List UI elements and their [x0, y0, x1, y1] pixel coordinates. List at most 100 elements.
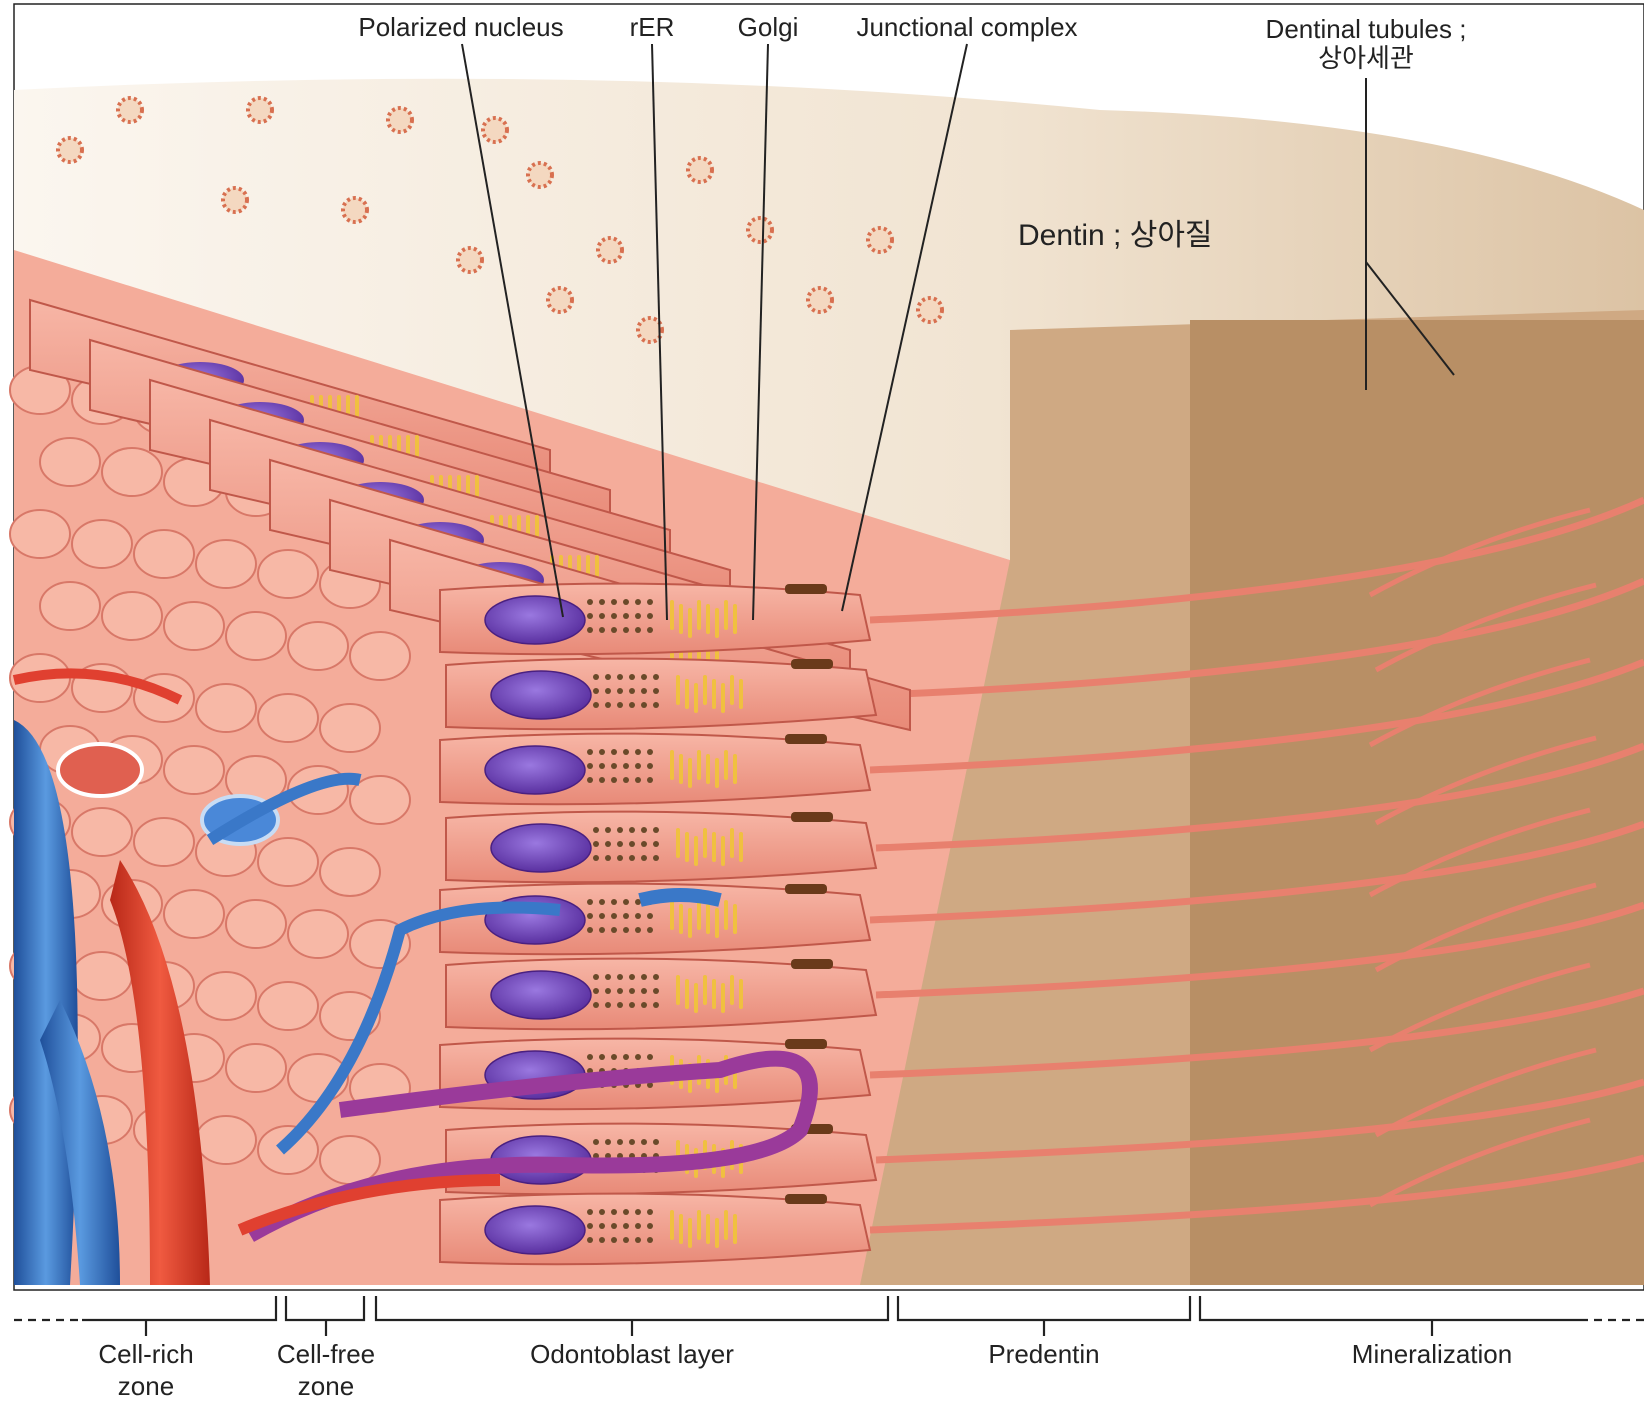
rer-granule [635, 927, 641, 933]
rer-granule [587, 899, 593, 905]
pulp-cell [102, 592, 162, 640]
rer-granule [605, 702, 611, 708]
junctional-complex [791, 659, 833, 669]
rer-granule [623, 913, 629, 919]
rer-granule [635, 1054, 641, 1060]
golgi-stack [685, 979, 689, 1009]
rer-granule [617, 674, 623, 680]
rer-granule [623, 613, 629, 619]
rer-granule [593, 827, 599, 833]
bracket-odontoblast-layer [376, 1296, 888, 1320]
rer-granule [605, 988, 611, 994]
rer-granule [599, 1223, 605, 1229]
golgi-stack [724, 600, 728, 630]
golgi-stack [733, 1214, 737, 1244]
rer-granule [629, 702, 635, 708]
label-junctional-complex: Junctional complex [856, 12, 1077, 43]
golgi-stack [715, 608, 719, 638]
dentin-lacuna [343, 198, 367, 222]
rer-granule [623, 749, 629, 755]
rer-granule [623, 927, 629, 933]
label-dentinal-tubules-ko: 상아세관 [1266, 43, 1467, 74]
rer-granule [641, 988, 647, 994]
rer-granule [647, 1209, 653, 1215]
bracket-predentin [898, 1296, 1190, 1320]
pulp-cell [258, 694, 318, 742]
rer-granule [587, 1237, 593, 1243]
rer-granule [653, 674, 659, 680]
pulp-cell [10, 510, 70, 558]
zone-cell-rich-line1: Cell-rich [98, 1338, 193, 1370]
pulp-cell [72, 952, 132, 1000]
rer-granule [611, 599, 617, 605]
nucleus [491, 824, 591, 872]
golgi-stack [715, 758, 719, 788]
golgi-stack [730, 675, 734, 705]
golgi-stack [697, 900, 701, 930]
pulp-cell [320, 848, 380, 896]
rer-granule [611, 763, 617, 769]
label-golgi: Golgi [738, 12, 799, 43]
dentin-lacuna [458, 248, 482, 272]
rer-granule [647, 913, 653, 919]
dentin-lacuna [548, 288, 572, 312]
rer-granule [635, 749, 641, 755]
rer-granule [611, 913, 617, 919]
rer-granule [617, 974, 623, 980]
rer-granule [605, 674, 611, 680]
nucleus [485, 746, 585, 794]
rer-granule [611, 1209, 617, 1215]
golgi-stack [679, 904, 683, 934]
rer-granule [599, 749, 605, 755]
rer-granule [587, 627, 593, 633]
rer-granule [623, 1054, 629, 1060]
junctional-complex [785, 734, 827, 744]
rer-granule [611, 1223, 617, 1229]
rer-granule [641, 688, 647, 694]
rer-granule [593, 974, 599, 980]
golgi-stack [733, 904, 737, 934]
golgi-stack [733, 604, 737, 634]
rer-granule [593, 855, 599, 861]
pulp-cell [226, 612, 286, 660]
golgi-stack [739, 979, 743, 1009]
junctional-complex [785, 1194, 827, 1204]
pulp-cell [196, 540, 256, 588]
rer-granule [605, 974, 611, 980]
golgi-stack [670, 900, 674, 930]
zone-mineralization: Mineralization [1352, 1338, 1512, 1370]
rer-granule [623, 1237, 629, 1243]
rer-granule [599, 1237, 605, 1243]
rer-granule [641, 974, 647, 980]
rer-granule [641, 1139, 647, 1145]
rer-granule [623, 599, 629, 605]
label-dentinal-tubules: Dentinal tubules ; 상아세관 [1266, 14, 1467, 74]
rer-granule [587, 1054, 593, 1060]
dentin-lacuna [598, 238, 622, 262]
golgi-stack [739, 832, 743, 862]
golgi-stack [685, 832, 689, 862]
rer-granule [605, 827, 611, 833]
rer-granule [617, 1002, 623, 1008]
rer-granule [611, 627, 617, 633]
rer-granule [641, 702, 647, 708]
dentin-lacuna [248, 98, 272, 122]
rer-granule [611, 1237, 617, 1243]
rer-granule [623, 777, 629, 783]
dentin-lacuna [868, 228, 892, 252]
rer-granule [593, 1139, 599, 1145]
rer-granule [647, 749, 653, 755]
nucleus [491, 671, 591, 719]
rer-granule [641, 827, 647, 833]
rer-granule [599, 1054, 605, 1060]
rer-granule [605, 688, 611, 694]
bracket-cell-rich [82, 1296, 276, 1320]
rer-granule [599, 627, 605, 633]
bracket-mineralization [1200, 1296, 1580, 1320]
rer-granule [653, 855, 659, 861]
golgi-stack [676, 828, 680, 858]
rer-granule [587, 763, 593, 769]
dentin-lacuna [918, 298, 942, 322]
rer-granule [623, 763, 629, 769]
golgi-stack [715, 908, 719, 938]
